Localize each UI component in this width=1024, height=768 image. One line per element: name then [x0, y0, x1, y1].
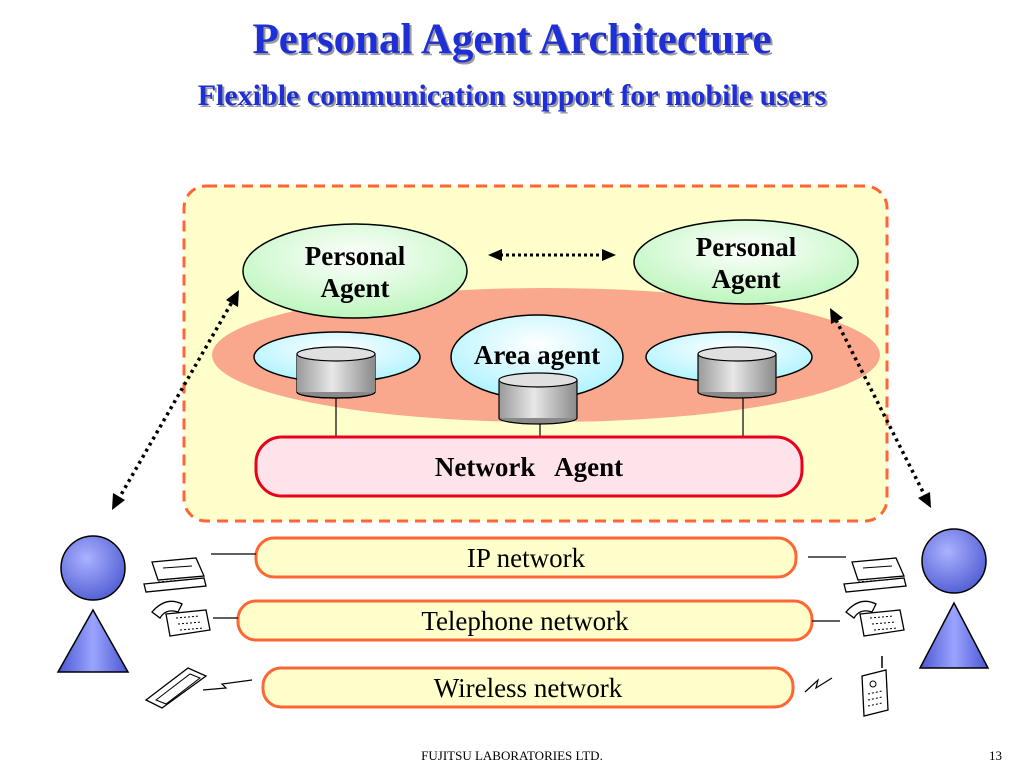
database-icon [296, 346, 376, 399]
agent-link-arrow [488, 249, 616, 261]
telephone-icon [845, 600, 905, 637]
database-icon [498, 372, 578, 425]
telephone-network-label: Telephone network [421, 606, 629, 636]
user-icon [56, 535, 130, 673]
wireless-network-bar [261, 666, 795, 709]
slide-subtitle: Flexible communication support for mobil… [197, 79, 827, 112]
personal-agent-left [242, 223, 468, 319]
database-icon [697, 346, 777, 399]
ip-network-label: IP network [467, 543, 586, 573]
network-agent-label: Network Agent [435, 452, 623, 482]
ip-network-bar [254, 536, 798, 579]
user-link-arrow-right [830, 308, 931, 508]
wireless-signal-icon [202, 679, 253, 691]
user-icon [918, 528, 990, 669]
network-agent-box [254, 435, 804, 498]
telephone-icon [151, 600, 211, 637]
mobile-phone-icon [861, 656, 889, 717]
personal-agent-right-label-line1: Personal [696, 232, 797, 262]
laptop-icon [143, 557, 207, 593]
area-agent-label: Area agent [474, 340, 600, 370]
slide-title: Personal Agent Architecture [252, 16, 772, 63]
user-link-arrow-left [112, 290, 239, 510]
page-number: 13 [989, 748, 1002, 763]
personal-agent-right-label-line2: Agent [712, 264, 781, 294]
personal-agent-right [633, 219, 859, 305]
footer-company: FUJITSU LABORATORIES LTD. [421, 748, 603, 763]
laptop-icon [843, 557, 907, 593]
wireless-network-label: Wireless network [434, 673, 623, 703]
wireless-signal-icon [804, 677, 833, 693]
personal-agent-left-label-line1: Personal [305, 241, 406, 271]
pda-icon [144, 667, 208, 709]
personal-agent-left-label-line2: Agent [321, 273, 390, 303]
